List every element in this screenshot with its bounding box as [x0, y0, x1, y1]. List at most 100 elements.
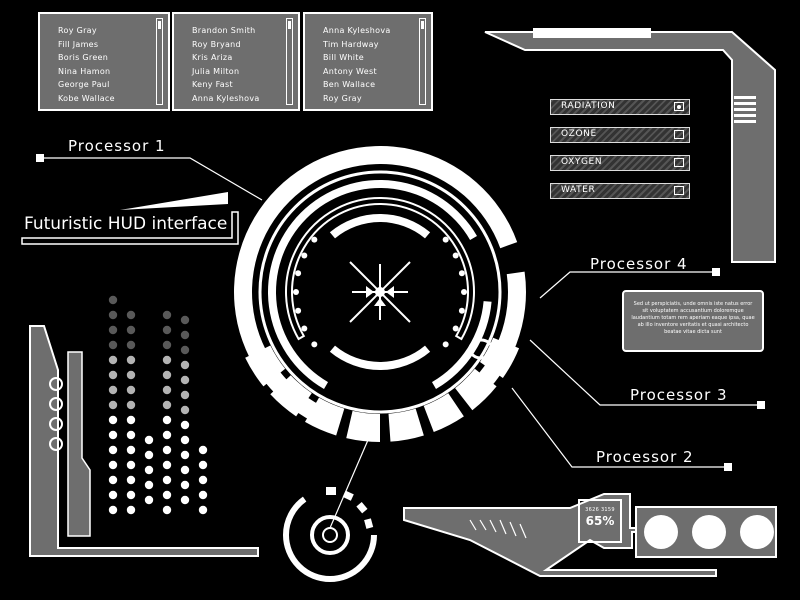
- gauge-oxygen[interactable]: OXYGEN: [550, 155, 690, 171]
- list-item[interactable]: Roy Gray: [58, 26, 97, 35]
- ring-dot: [311, 341, 318, 348]
- matrix-dot: [162, 355, 172, 365]
- title-wedge: [120, 192, 228, 210]
- matrix-dot: [144, 480, 154, 490]
- matrix-dot: [162, 460, 172, 470]
- gauge-water[interactable]: WATER: [550, 183, 690, 199]
- matrix-dot: [126, 340, 136, 350]
- matrix-dot: [162, 340, 172, 350]
- matrix-dot: [198, 505, 208, 515]
- bracket-highlight: [533, 28, 651, 38]
- list-item[interactable]: George Paul: [58, 80, 110, 89]
- matrix-dot: [162, 325, 172, 335]
- list-item[interactable]: Bill White: [323, 53, 364, 62]
- left-bracket-frame: [29, 325, 259, 557]
- inner-ring-outline: [285, 197, 475, 341]
- gauge-ozone[interactable]: OZONE: [550, 127, 690, 143]
- segment-block: [305, 397, 345, 436]
- ring-dot: [301, 252, 308, 259]
- list-scrollbar-3[interactable]: [419, 18, 426, 105]
- matrix-dot: [162, 475, 172, 485]
- matrix-dot: [180, 390, 190, 400]
- segment-block: [245, 345, 286, 387]
- list-item[interactable]: Keny Fast: [192, 80, 233, 89]
- matrix-dot: [108, 295, 118, 305]
- list-item[interactable]: Anna Kyleshova: [323, 26, 391, 35]
- matrix-dot: [198, 460, 208, 470]
- matrix-dot: [180, 345, 190, 355]
- list-item[interactable]: Kobe Wallace: [58, 93, 115, 103]
- list-item[interactable]: Anna Kyleshova: [192, 93, 260, 103]
- matrix-dot: [126, 415, 136, 425]
- matrix-dot: [108, 355, 118, 365]
- list-item[interactable]: Brandon Smith: [192, 26, 256, 35]
- matrix-dot: [126, 475, 136, 485]
- matrix-dot: [180, 405, 190, 415]
- segment-block: [455, 368, 497, 411]
- matrix-dot: [108, 475, 118, 485]
- ring-dot: [452, 252, 459, 259]
- matrix-dot: [126, 490, 136, 500]
- list-scrollbar-1[interactable]: [156, 18, 163, 105]
- matrix-dot: [162, 505, 172, 515]
- percentage-readout: 3626 3159 65%: [578, 499, 622, 543]
- gauge-label: OZONE: [561, 129, 597, 139]
- matrix-dot: [108, 340, 118, 350]
- ring-dot: [293, 289, 299, 295]
- dot-matrix-grid: [108, 295, 208, 515]
- left-inner-bar: [67, 351, 91, 537]
- matrix-dot: [126, 370, 136, 380]
- list-item[interactable]: Antony West: [323, 66, 377, 76]
- matrix-dot: [180, 315, 190, 325]
- gauge-label: OXYGEN: [561, 157, 603, 167]
- outer-ring-arc: [462, 271, 526, 404]
- small-dial-ticks: [326, 487, 374, 529]
- matrix-dot: [198, 475, 208, 485]
- readout-percent: 65%: [585, 514, 615, 528]
- matrix-dot: [126, 325, 136, 335]
- matrix-dot: [180, 330, 190, 340]
- segment-block: [270, 375, 312, 417]
- list-scrollbar-2[interactable]: [286, 18, 293, 105]
- top-arc: [329, 214, 431, 239]
- list-item[interactable]: Nina Hamon: [58, 66, 111, 76]
- inner-ring-arc: [432, 301, 492, 389]
- bracket-vent: [734, 96, 756, 123]
- matrix-dot: [162, 415, 172, 425]
- matrix-dot: [180, 375, 190, 385]
- gauge-radiation[interactable]: RADIATION: [550, 99, 690, 115]
- list-item[interactable]: Roy Bryand: [192, 39, 241, 49]
- list-item[interactable]: Ben Wallace: [323, 80, 376, 89]
- list-item[interactable]: Boris Green: [58, 53, 109, 62]
- info-text: Sed ut perspiciatis, unde omnis iste nat…: [631, 301, 755, 335]
- matrix-dot: [108, 460, 118, 470]
- matrix-dot: [126, 445, 136, 455]
- matrix-dot: [126, 385, 136, 395]
- indicator-icon: [674, 102, 684, 111]
- list-item[interactable]: Tim Hardway: [323, 39, 379, 49]
- matrix-dot: [126, 505, 136, 515]
- matrix-dot: [126, 310, 136, 320]
- matrix-dot: [126, 460, 136, 470]
- list-item[interactable]: Julia Milton: [192, 66, 240, 76]
- matrix-dot: [180, 465, 190, 475]
- radar-dial: [234, 146, 526, 442]
- matrix-dot: [198, 445, 208, 455]
- ring-dot: [311, 236, 318, 243]
- matrix-dot: [180, 360, 190, 370]
- list-item[interactable]: Fill James: [58, 39, 99, 49]
- processor-2-label: Processor 2: [596, 448, 694, 466]
- ring-dot: [301, 325, 308, 332]
- list-item[interactable]: Kris Ariza: [192, 53, 233, 62]
- list-item[interactable]: Roy Gray: [323, 93, 362, 103]
- matrix-dot: [162, 385, 172, 395]
- matrix-dot: [126, 400, 136, 410]
- ring-dot: [295, 307, 302, 314]
- matrix-dot: [126, 430, 136, 440]
